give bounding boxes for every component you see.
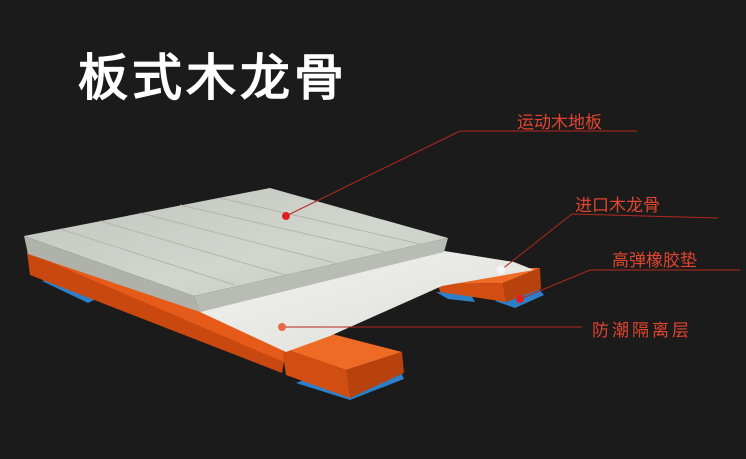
- leader-line-sports-floor: [285, 130, 637, 217]
- keel-side: [27, 250, 284, 373]
- keel-side: [282, 348, 350, 398]
- page-title: 板式木龙骨: [78, 49, 348, 107]
- keel-side: [503, 268, 541, 302]
- wood-floor-panel: [24, 188, 448, 312]
- leader-line-imported-keel: [500, 213, 719, 271]
- marker-dot-imported-keel: [496, 265, 506, 275]
- floor-board-lines: [59, 197, 421, 286]
- label-sports-floor: 运动木地板: [517, 113, 602, 133]
- label-rubber-pad: 高弹橡胶垫: [612, 251, 697, 271]
- floor-front-edge: [24, 236, 200, 312]
- floor-top: [24, 188, 448, 296]
- label-imported-keel: 进口木龙骨: [575, 196, 660, 216]
- marker-dot-moisture-barrier: [278, 323, 286, 331]
- keel-top: [282, 334, 402, 370]
- floor-right-edge: [194, 238, 448, 312]
- leader-line-rubber-pad: [519, 269, 740, 300]
- keel-side: [438, 283, 506, 302]
- leader-lines: [282, 130, 740, 328]
- keel-side: [346, 352, 404, 398]
- marker-dot-sports-floor: [282, 212, 290, 220]
- marker-dot-rubber-pad: [516, 295, 524, 303]
- label-moisture-barrier: 防潮隔离层: [592, 321, 692, 341]
